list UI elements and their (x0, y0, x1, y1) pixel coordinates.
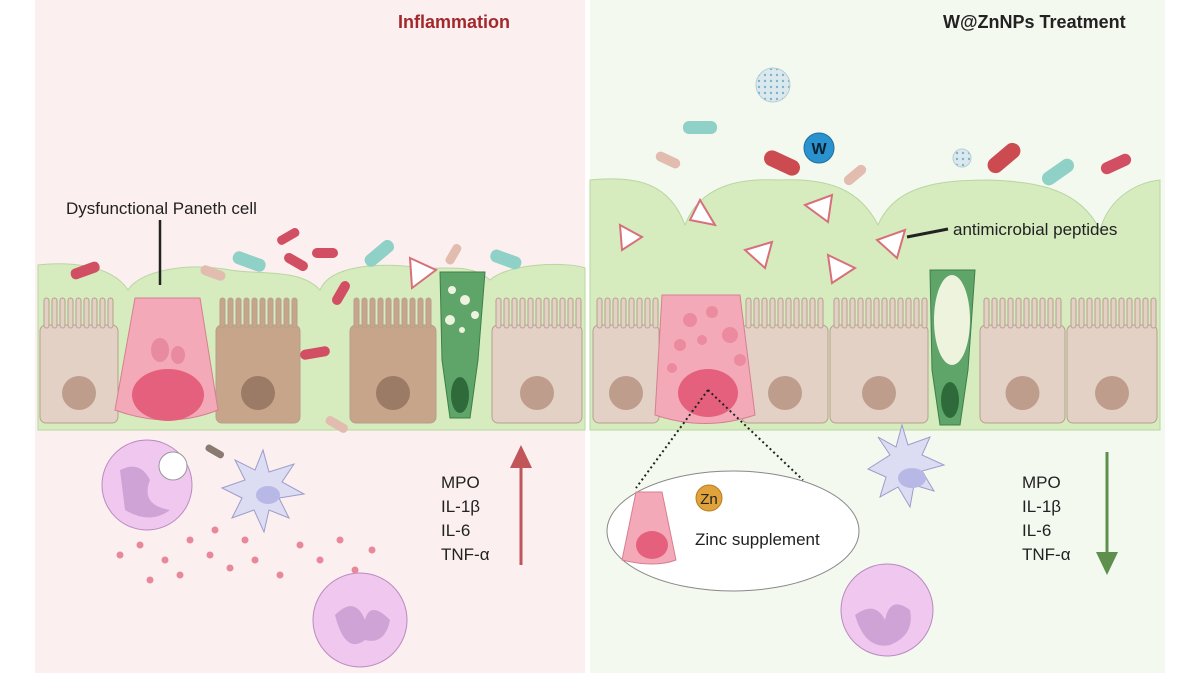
tungsten-particle: W (803, 132, 835, 164)
cytokine-dot (161, 556, 169, 564)
goblet-cell (929, 269, 976, 426)
left-epithelium (39, 297, 583, 424)
svg-text:MPO: MPO (1022, 473, 1061, 492)
antimicrobial-peptides (408, 193, 907, 290)
cytokine-dot (211, 526, 219, 534)
cytokine-dot (351, 566, 359, 574)
epithelial-cell (829, 297, 929, 424)
neutrophil (101, 439, 193, 531)
paneth-cell-label: Dysfunctional Paneth cell (66, 199, 257, 218)
cytokine-dot (316, 556, 324, 564)
cytokine-dot (206, 551, 214, 559)
macrophage (220, 448, 306, 534)
treatment-title: W@ZnNPs Treatment (943, 12, 1126, 32)
cytokine-dot (176, 571, 184, 579)
svg-text:W: W (811, 141, 827, 158)
zinc-caption: Zinc supplement (695, 530, 820, 549)
dysfunctional-paneth-cell (114, 220, 219, 421)
nanoparticle (952, 148, 972, 168)
svg-text:IL-1β: IL-1β (1022, 497, 1061, 516)
svg-text:IL-6: IL-6 (441, 521, 470, 540)
zinc-supplement-inset: Zn Zinc supplement (606, 389, 860, 592)
cytokine-dots (116, 526, 376, 584)
svg-text:TNF-α: TNF-α (1022, 545, 1071, 564)
left-markers: MPO IL-1β IL-6 TNF-α (441, 473, 490, 564)
macrophage (866, 423, 946, 509)
epithelial-cell (592, 297, 660, 424)
cytokine-dot (241, 536, 249, 544)
epithelial-cell (491, 297, 583, 424)
bacteria (70, 121, 1132, 459)
cytokine-dot (136, 541, 144, 549)
pointer-line (906, 227, 949, 239)
cytokine-dot (336, 536, 344, 544)
epithelial-cell (215, 297, 301, 424)
cytokine-dot (226, 564, 234, 572)
cytokine-dot (368, 546, 376, 554)
cytokine-dot (186, 536, 194, 544)
restored-paneth-cell (654, 294, 756, 424)
neutrophil (840, 563, 934, 657)
neutrophil (312, 572, 408, 668)
epithelial-cell (349, 297, 437, 424)
right-epithelium (592, 297, 1158, 424)
down-arrow-icon (1096, 452, 1118, 575)
svg-text:MPO: MPO (441, 473, 480, 492)
svg-text:IL-6: IL-6 (1022, 521, 1051, 540)
svg-text:Zn: Zn (700, 491, 718, 508)
cytokine-dot (251, 556, 259, 564)
zinc-ion: Zn (695, 484, 723, 512)
cytokine-dot (296, 541, 304, 549)
cytokine-dot (146, 576, 154, 584)
cytokine-dot (116, 551, 124, 559)
nanoparticle (755, 67, 791, 103)
epithelial-cell (39, 297, 119, 424)
inflammation-title: Inflammation (398, 12, 510, 32)
svg-text:TNF-α: TNF-α (441, 545, 490, 564)
epithelial-cell (1066, 297, 1158, 424)
epithelial-cell (979, 297, 1066, 424)
epithelial-cell (741, 297, 829, 424)
svg-text:IL-1β: IL-1β (441, 497, 480, 516)
goblet-cell (439, 271, 486, 419)
up-arrow-icon (510, 445, 532, 565)
right-markers: MPO IL-1β IL-6 TNF-α (1022, 473, 1071, 564)
cytokine-dot (276, 571, 284, 579)
antimicrobial-peptides-label: antimicrobial peptides (953, 220, 1117, 239)
